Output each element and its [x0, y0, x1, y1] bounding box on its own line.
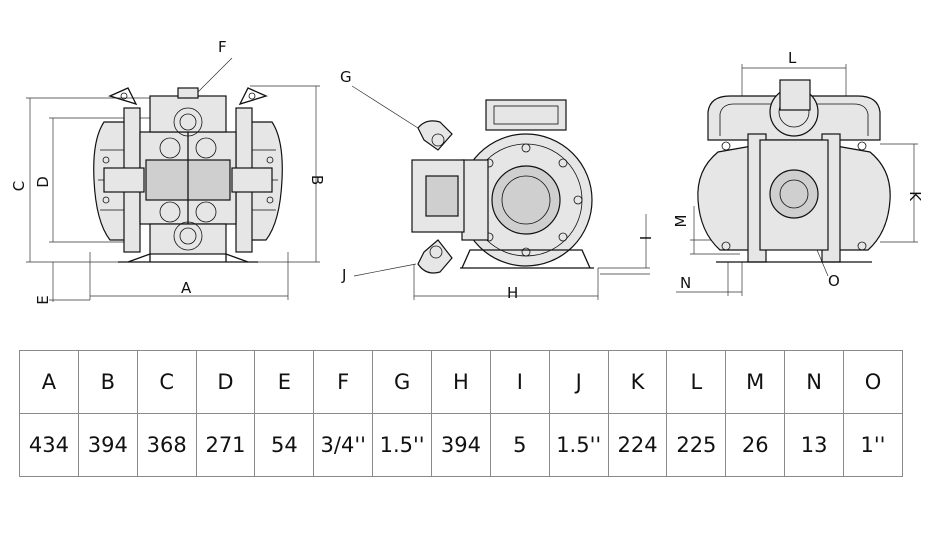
value-cell: 1''	[843, 413, 903, 477]
label-B: B	[308, 175, 326, 185]
value-cell: 1.5''	[548, 413, 609, 477]
header-cell: L	[666, 350, 727, 414]
label-C: C	[10, 181, 28, 191]
label-G: G	[340, 68, 352, 86]
label-N: N	[680, 274, 691, 292]
front-view	[26, 57, 320, 302]
label-D: D	[34, 176, 52, 188]
label-K: K	[906, 191, 924, 202]
header-cell: O	[843, 350, 903, 414]
value-cell: 271	[195, 413, 256, 477]
header-cell: B	[77, 350, 138, 414]
table-value-row: 434 394 368 271 54 3/4'' 1.5'' 394 5 1.5…	[19, 413, 903, 477]
value-cell: 26	[725, 413, 786, 477]
value-cell: 5	[489, 413, 550, 477]
value-cell: 368	[136, 413, 197, 477]
header-cell: A	[19, 350, 79, 414]
value-cell: 394	[431, 413, 491, 477]
value-cell: 224	[607, 413, 668, 477]
label-A: A	[181, 279, 192, 297]
header-cell: D	[195, 350, 256, 414]
value-cell: 1.5''	[372, 413, 433, 477]
label-F: F	[218, 38, 227, 56]
header-cell: J	[548, 350, 609, 414]
label-O: O	[828, 272, 840, 290]
header-cell: F	[313, 350, 374, 414]
value-cell: 225	[666, 413, 727, 477]
label-M: M	[672, 215, 690, 228]
label-H: H	[507, 284, 518, 302]
value-cell: 394	[77, 413, 138, 477]
value-cell: 54	[254, 413, 315, 477]
label-I: I	[636, 236, 654, 240]
header-cell: C	[136, 350, 197, 414]
label-J: J	[341, 266, 346, 284]
header-cell: I	[489, 350, 550, 414]
header-cell: K	[607, 350, 668, 414]
value-cell: 434	[19, 413, 79, 477]
value-cell: 3/4''	[313, 413, 374, 477]
label-E: E	[34, 295, 52, 304]
pump-dimension-drawing: F C D E A B	[10, 38, 924, 305]
side-view	[351, 85, 650, 300]
rear-view	[676, 64, 918, 296]
header-cell: G	[372, 350, 433, 414]
header-cell: E	[254, 350, 315, 414]
value-cell: 13	[784, 413, 845, 477]
label-L: L	[788, 49, 797, 67]
header-cell: H	[431, 350, 491, 414]
dimensions-table: A B C D E F G H I J K L M N O 434 394 36…	[19, 350, 903, 477]
header-cell: M	[725, 350, 786, 414]
header-cell: N	[784, 350, 845, 414]
table-header-row: A B C D E F G H I J K L M N O	[19, 350, 903, 414]
